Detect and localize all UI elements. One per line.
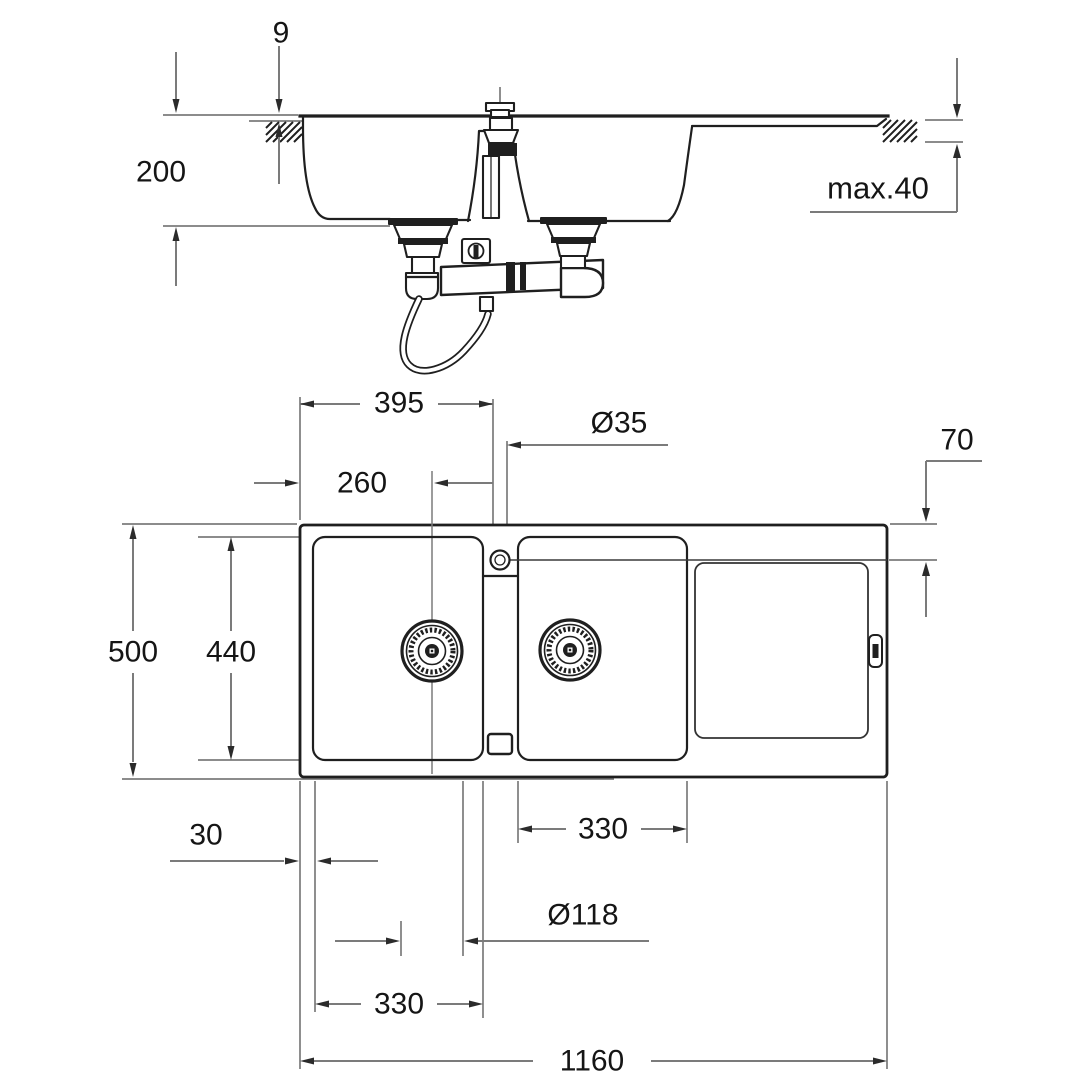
left-drain-elbow	[404, 271, 440, 301]
dim-label-bowl-depth-front: 200	[136, 156, 186, 189]
dim-edge-to-bowl: 30	[170, 819, 378, 865]
dim-rim-height: 9	[273, 17, 290, 184]
drainer-slot	[868, 634, 883, 668]
dim-label-right-bowl-width: 330	[578, 813, 628, 846]
left-drain-basket	[392, 223, 454, 241]
left-drain-nut	[402, 242, 444, 259]
faucet-mount	[481, 87, 520, 220]
dim-label-drain-from-left: 260	[337, 467, 387, 500]
dim-label-counter-thickness: max.40	[827, 171, 929, 206]
dim-bowl-depth-front: 200	[136, 52, 186, 286]
right-drain-basket	[545, 222, 602, 240]
right-drain-flange	[540, 217, 607, 224]
tap-hole	[489, 549, 511, 571]
tap-shank-block	[488, 116, 514, 132]
left-bowl-wall-profile	[301, 115, 392, 221]
dim-counter-thickness: max.40	[810, 58, 961, 213]
plan-view: 395 Ø35 70 260 500	[108, 387, 982, 1078]
dim-label-overall-width: 1160	[560, 1045, 625, 1078]
tap-mounting-washer	[488, 143, 517, 156]
right-drain-band	[551, 237, 596, 243]
left-drain-plan	[400, 619, 464, 683]
pipe-tee-plug	[460, 237, 492, 265]
waste-drain-right	[540, 217, 607, 299]
right-drain-elbow	[559, 266, 605, 299]
dim-label-tap-from-left: 395	[374, 387, 424, 420]
dim-bowl-depth-plan: 440	[206, 537, 256, 760]
dim-label-drain-diameter: Ø118	[547, 899, 618, 932]
flexible-hose	[399, 295, 495, 375]
overflow-hole	[486, 732, 514, 756]
pipe-union-band-1	[506, 262, 515, 291]
left-drain-tail	[410, 255, 436, 275]
dim-left-bowl-width: 330	[315, 988, 483, 1021]
left-bowl	[311, 535, 485, 762]
tap-plug-stem	[489, 108, 511, 119]
pipe-union-band-2	[520, 262, 526, 290]
dim-label-tap-diameter: Ø35	[591, 407, 648, 440]
right-drain-plan	[538, 618, 602, 682]
tap-mounting-nut	[482, 128, 520, 145]
dim-tap-from-left: 395	[300, 387, 493, 420]
dim-label-overall-depth: 500	[108, 636, 158, 669]
hose-connector	[478, 295, 495, 313]
right-bowl-wall-profile	[666, 125, 694, 223]
countertop-hatch-right	[882, 119, 918, 143]
countertop-hatch-left	[265, 121, 303, 143]
dim-label-left-bowl-width: 330	[374, 988, 424, 1021]
dim-tap-diameter: Ø35	[507, 407, 668, 449]
dim-drain-from-left: 260	[254, 467, 493, 500]
right-drain-tail	[559, 254, 587, 270]
dim-overall-depth: 500	[108, 525, 158, 777]
drainer-surface-profile	[690, 117, 888, 128]
dim-label-rim-height: 9	[273, 17, 290, 50]
dim-overall-width: 1160	[300, 1045, 887, 1078]
dim-drain-diameter: Ø118	[335, 899, 649, 945]
plan-extension-lines	[122, 397, 937, 1069]
right-drain-nut	[555, 241, 592, 258]
front-section-view: 9 200 max.40	[136, 17, 963, 375]
dim-label-bowl-depth-plan: 440	[206, 636, 256, 669]
left-drain-flange	[388, 218, 458, 225]
dim-right-bowl-width: 330	[518, 813, 687, 846]
dim-tap-from-front: 70	[922, 424, 982, 617]
waste-drain-left	[388, 218, 458, 301]
right-bowl	[516, 535, 689, 762]
dim-label-edge-to-bowl: 30	[189, 819, 222, 852]
left-drain-band	[398, 238, 448, 244]
dim-label-tap-from-front: 70	[940, 424, 973, 457]
